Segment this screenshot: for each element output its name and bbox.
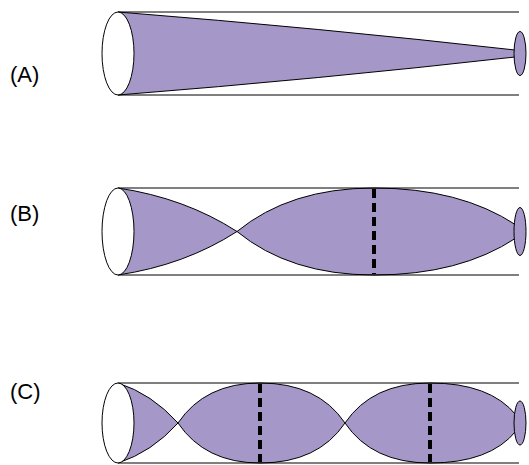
- tube-a: [102, 12, 526, 95]
- wave-lobe: [345, 383, 516, 463]
- tube-wall: [118, 383, 519, 384]
- tube-opening: [102, 12, 134, 95]
- tube-opening: [102, 383, 134, 463]
- tube-opening: [102, 188, 134, 275]
- antinode-line: [258, 384, 262, 462]
- tube-end: [514, 32, 526, 76]
- tube-wall: [118, 95, 519, 96]
- wave-envelope: [118, 12, 515, 95]
- tube-wall: [118, 463, 519, 464]
- panel-label: (B): [10, 203, 39, 225]
- tube-b: [102, 188, 526, 275]
- tube-wall: [118, 188, 519, 189]
- tube-end: [514, 401, 526, 445]
- tube-wall: [118, 275, 519, 276]
- antinode-line: [372, 189, 376, 274]
- wave-lobe: [178, 383, 345, 463]
- tube-wall: [118, 12, 519, 13]
- tube-end: [514, 208, 526, 256]
- tube-c: [102, 383, 526, 463]
- antinode-line: [428, 384, 432, 462]
- panel-label: (C): [10, 381, 41, 403]
- wave-lobe: [118, 188, 237, 275]
- wave-lobe: [237, 188, 516, 275]
- panel-label: (A): [10, 64, 39, 86]
